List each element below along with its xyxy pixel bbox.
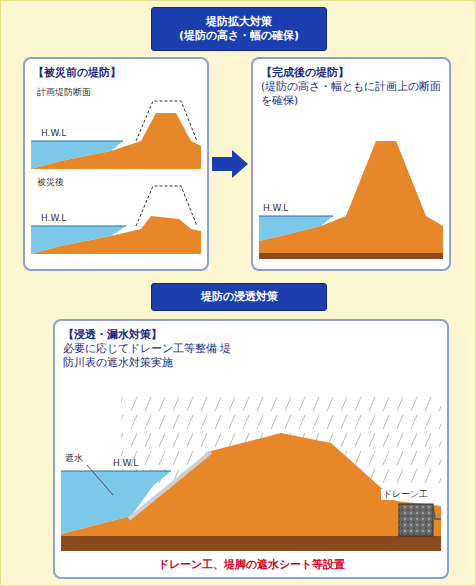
- heading-text: 【浸透・漏水対策】: [63, 327, 439, 341]
- section-label: 計画堤防断面: [37, 87, 91, 98]
- heading-text: 堤防拡大対策: [152, 15, 326, 29]
- water-level-label: H.W.L: [41, 213, 66, 224]
- part-label: 遮水: [65, 453, 83, 464]
- body-text: 必要に応じてドレーン工等整備 堤防川表の遮水対策実施: [63, 341, 241, 369]
- body-text: (堤防の高さ・幅の確保): [152, 29, 326, 43]
- title-banner: 堤防拡大対策(堤防の高さ・幅の確保): [151, 7, 327, 51]
- water-level-label: H.W.L: [263, 203, 288, 214]
- caption-note: ドレーン工、堤脚の遮水シート等設置: [158, 558, 345, 571]
- body-text: (堤防の高さ・幅ともに計画上の断面を確保): [261, 79, 445, 107]
- section-banner: 堤防の浸透対策: [151, 283, 327, 311]
- water-level-label: H.W.L: [41, 128, 66, 139]
- heading-text: 堤防の浸透対策: [152, 290, 326, 304]
- heading-text: 【被災前の堤防】: [33, 65, 199, 79]
- section-label: 被災後: [37, 177, 64, 188]
- part-label: ドレーン工: [381, 489, 430, 500]
- block-arrow: [212, 150, 248, 178]
- heading-text: 【完成後の堤防】: [261, 65, 441, 79]
- water-level-label: H.W.L: [113, 458, 138, 469]
